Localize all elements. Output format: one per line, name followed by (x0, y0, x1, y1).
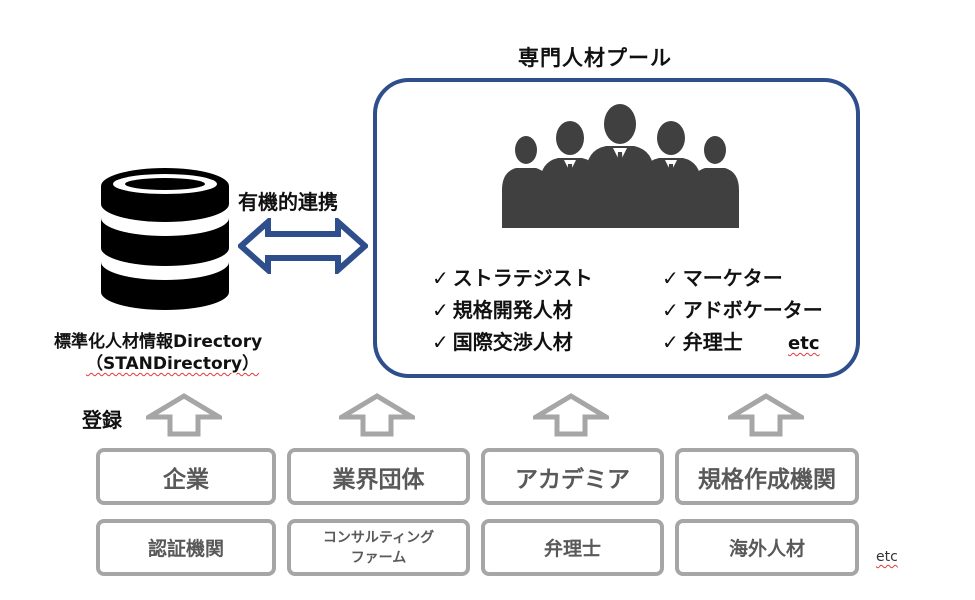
expert-pool-box (373, 78, 860, 378)
category-box-overseas-talent: 海外人材 (675, 519, 859, 576)
categories-etc: etc (876, 549, 898, 565)
category-label: 企業 (163, 466, 209, 493)
category-label: 海外人材 (728, 538, 805, 560)
category-box-companies: 企業 (96, 448, 276, 505)
skills-list-right: マーケター アドボケーター 弁理士 (662, 262, 823, 358)
skills-list-left: ストラテジスト 規格開発人材 国際交渉人材 (432, 262, 593, 358)
business-people-icon (502, 104, 739, 228)
category-label-line1: コンサルティング (322, 529, 435, 546)
skills-etc: etc (788, 333, 820, 354)
category-box-academia: アカデミア (481, 448, 664, 505)
category-box-patent-attorneys: 弁理士 (481, 519, 664, 576)
link-label: 有機的連携 (238, 190, 338, 214)
double-arrow-icon (238, 218, 368, 274)
category-box-industry-groups: 業界団体 (287, 448, 470, 505)
person-silhouette-far-left (502, 136, 550, 228)
skill-item: アドボケーター (662, 294, 823, 326)
person-silhouette-far-right (691, 136, 739, 228)
up-arrow-icon (146, 393, 222, 437)
database-label: 標準化人材情報Directory (54, 332, 263, 352)
category-label: 弁理士 (543, 538, 601, 560)
up-arrow-icon (728, 393, 804, 437)
database-label-abbr: （STANDirectory） (86, 354, 260, 374)
skill-item: マーケター (662, 262, 823, 294)
skill-item: ストラテジスト (432, 262, 593, 294)
category-box-consulting-firms: コンサルティング ファーム (287, 519, 470, 576)
skill-item: 国際交渉人材 (432, 326, 593, 358)
up-arrow-icon (339, 393, 415, 437)
category-box-certification-bodies: 認証機関 (96, 519, 276, 576)
database-icon (101, 168, 229, 310)
category-label: 認証機関 (147, 538, 224, 560)
category-label: 業界団体 (332, 466, 425, 493)
skill-item: 弁理士 (662, 326, 823, 358)
up-arrow-icon (533, 393, 609, 437)
expert-pool-title: 専門人材プール (518, 46, 672, 70)
skill-item: 規格開発人材 (432, 294, 593, 326)
registration-label: 登録 (82, 408, 122, 432)
category-label: 規格作成機関 (698, 466, 836, 493)
category-box-standards-bodies: 規格作成機関 (675, 448, 859, 505)
category-label-line2: ファーム (350, 549, 407, 566)
category-label: アカデミア (515, 466, 630, 493)
